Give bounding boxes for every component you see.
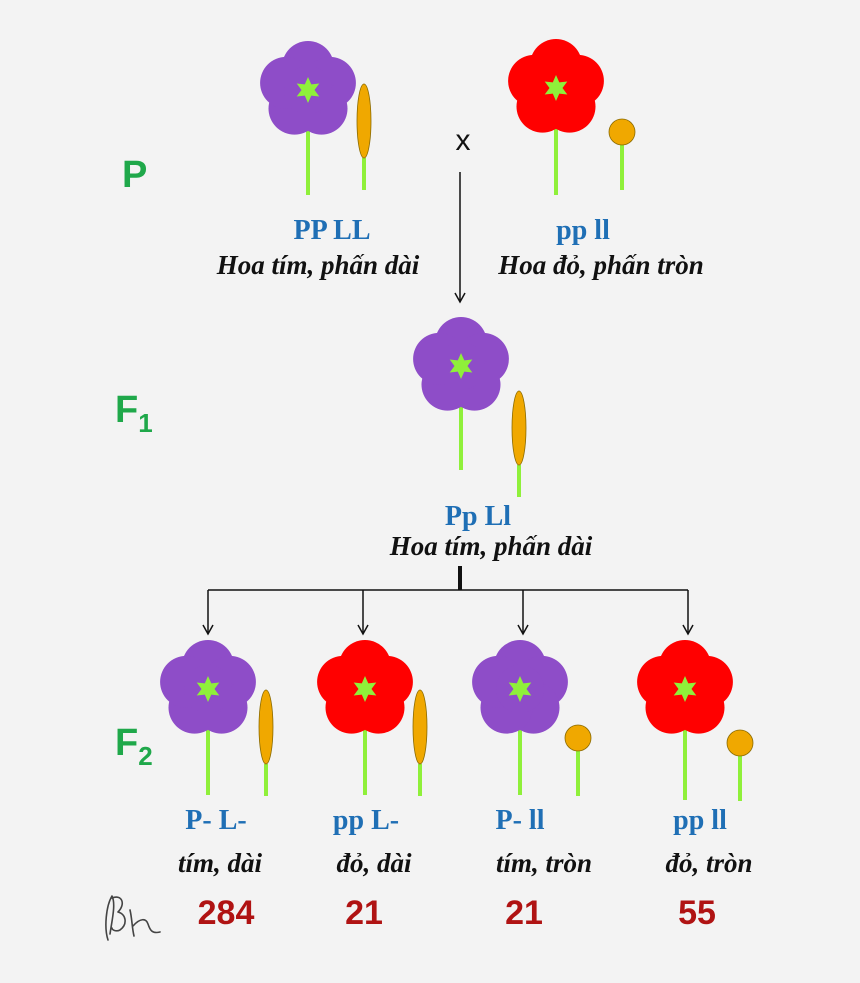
parent-1-phenotype: Hoa tím, phấn dài — [216, 250, 420, 280]
generation-label-f1-sub: 1 — [138, 408, 152, 438]
f2-3-phenotype: tím, tròn — [496, 848, 592, 878]
plant-parent-2 — [508, 39, 636, 195]
pollen-long-icon — [511, 390, 527, 466]
f2-2-genotype: pp L- — [333, 805, 399, 836]
parent-1-genotype: PP LL — [293, 215, 370, 246]
pollen-round-icon — [608, 118, 636, 146]
pollen-long-icon — [356, 83, 372, 159]
parent-2-phenotype: Hoa đỏ, phấn tròn — [497, 250, 704, 280]
parent-2-genotype: pp ll — [556, 215, 610, 246]
pollen-round-icon — [726, 729, 754, 757]
f2-3-genotype: P- ll — [496, 805, 545, 836]
pollen-long-icon — [412, 689, 428, 765]
f2-1-genotype: P- L- — [185, 805, 246, 836]
plant-parent-1 — [260, 41, 372, 195]
f2-1-count: 284 — [198, 894, 255, 932]
cross-symbol: x — [456, 124, 471, 157]
f1-genotype: Pp Ll — [445, 501, 511, 532]
star-icon — [673, 676, 697, 702]
plant-f2-2 — [317, 640, 428, 796]
f2-branch-connector — [202, 566, 694, 636]
generation-label-f1-main: F — [115, 389, 138, 431]
star-icon — [353, 676, 377, 702]
f2-4-phenotype: đỏ, tròn — [665, 848, 752, 878]
handwritten-mark — [105, 895, 161, 941]
star-icon — [296, 77, 320, 103]
f2-3-count: 21 — [505, 894, 543, 932]
generation-label-f2-main: F — [115, 722, 138, 764]
star-icon — [449, 353, 473, 379]
plant-f1 — [413, 317, 527, 497]
star-icon — [196, 676, 220, 702]
f1-phenotype: Hoa tím, phấn dài — [389, 531, 593, 561]
f2-2-count: 21 — [345, 894, 383, 932]
pollen-long-icon — [258, 689, 274, 765]
generation-label-f2: F2 — [115, 722, 153, 771]
generation-label-f2-sub: 2 — [138, 741, 152, 771]
f2-4-genotype: pp ll — [673, 805, 727, 836]
f2-1-phenotype: tím, dài — [178, 848, 263, 878]
star-icon — [544, 75, 568, 101]
f2-2-phenotype: đỏ, dài — [336, 848, 412, 878]
plant-f2-3 — [472, 640, 592, 796]
generation-label-p: P — [122, 154, 147, 196]
f2-4-count: 55 — [678, 894, 716, 932]
plant-f2-1 — [160, 640, 274, 796]
pollen-round-icon — [564, 724, 592, 752]
plant-f2-4 — [637, 640, 754, 801]
star-icon — [508, 676, 532, 702]
generation-label-f1: F1 — [115, 389, 153, 438]
